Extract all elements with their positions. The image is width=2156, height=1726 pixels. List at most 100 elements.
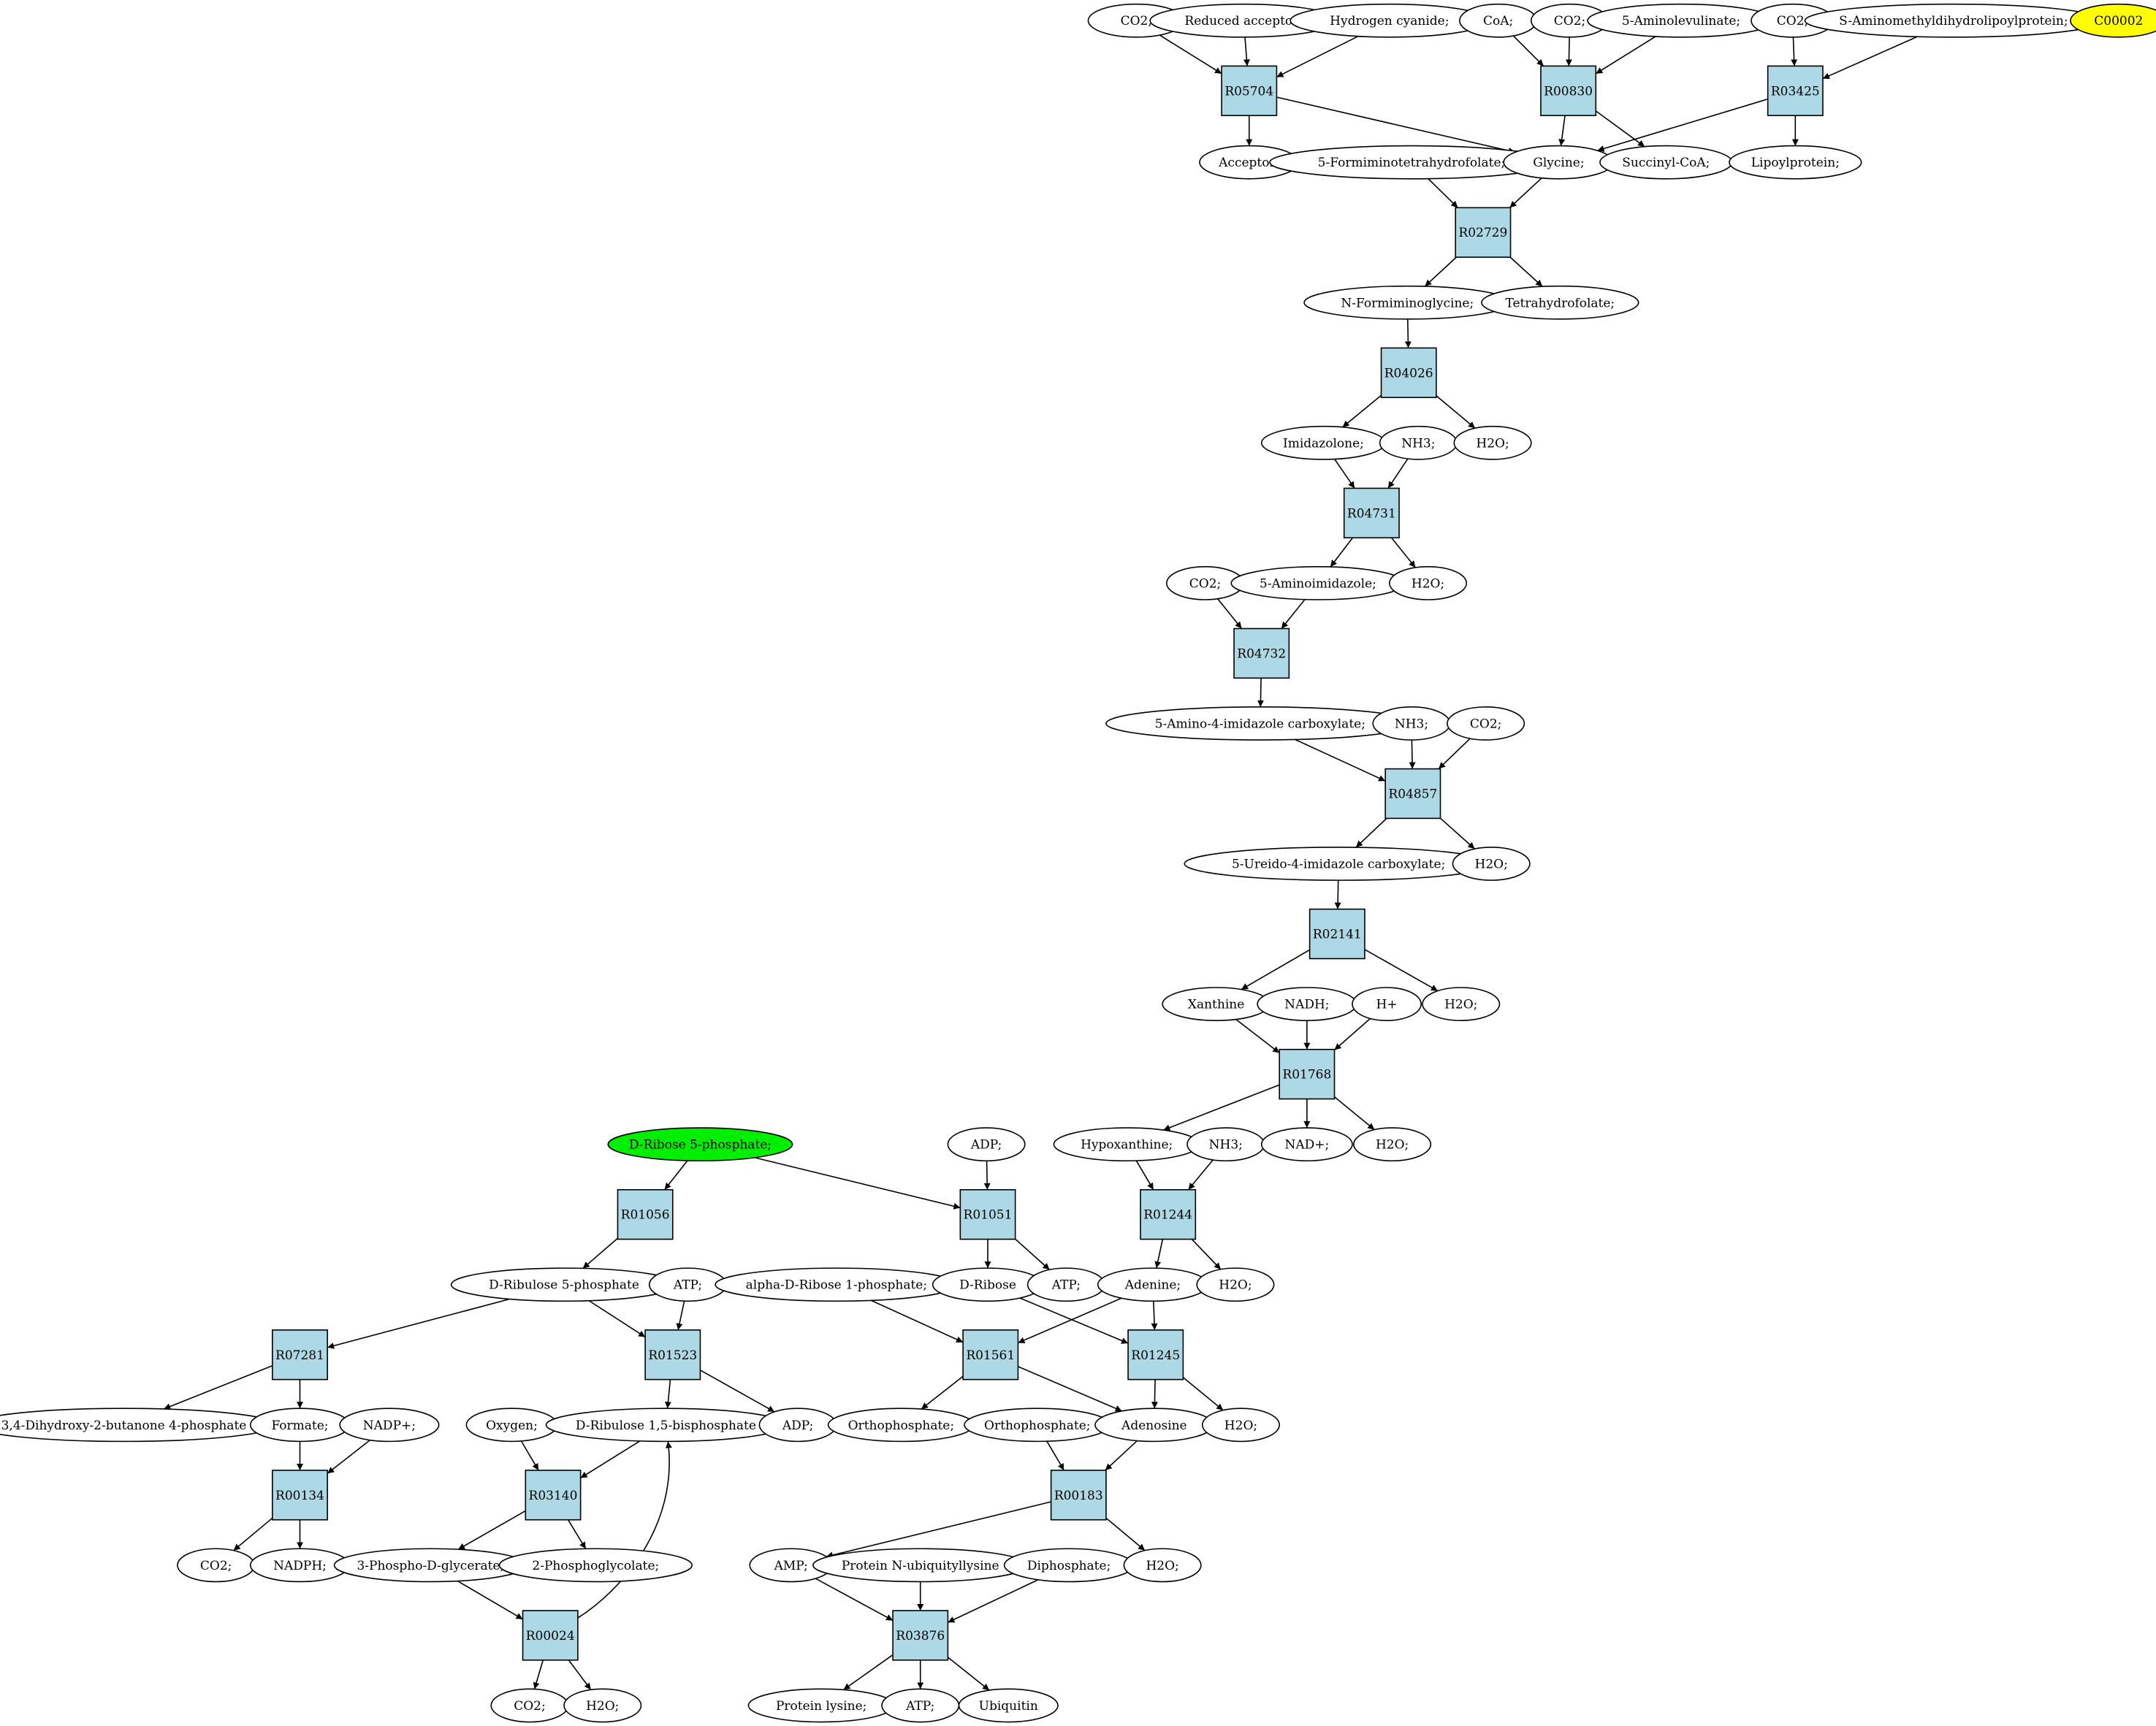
compound-node-acceptor[interactable]: Acceptor; [1199,145,1300,180]
compound-node-oxygen[interactable]: Oxygen; [465,1408,558,1443]
compound-node-d_ribose[interactable]: D-Ribose [932,1267,1044,1302]
compound-node-adp_b[interactable]: ADP; [758,1408,837,1443]
compound-node-ribulose15bp[interactable]: D-Ribulose 1,5-bisphosphate [545,1408,786,1443]
reaction-node-r04731[interactable]: R04731 [1343,487,1400,539]
compound-label: Succinyl-CoA; [1622,156,1710,170]
compound-node-ribose5p[interactable]: D-Ribose 5-phosphate; [607,1127,793,1162]
compound-node-adenine[interactable]: Adenine; [1097,1267,1209,1302]
reaction-node-r02141[interactable]: R02141 [1309,908,1365,960]
compound-node-nadph[interactable]: NADPH; [249,1548,351,1583]
compound-node-protein_ubiquityllysine[interactable]: Protein N-ubiquityllysine [812,1548,1029,1583]
compound-node-h2o_h[interactable]: H2O; [1123,1548,1202,1583]
reaction-node-r01561[interactable]: R01561 [962,1329,1019,1381]
compound-node-atp_b[interactable]: ATP; [1026,1267,1105,1302]
compound-node-alpha_ribose1p[interactable]: alpha-D-Ribose 1-phosphate; [715,1267,959,1302]
reaction-node-r01051[interactable]: R01051 [959,1188,1016,1240]
compound-node-atp_a[interactable]: ATP; [648,1267,728,1302]
compound-label: S-Aminomethyldihydrolipoylprotein; [1839,14,2068,28]
compound-node-succinyl_coa[interactable]: Succinyl-CoA; [1599,145,1733,180]
compound-node-nadp_plus[interactable]: NADP+; [339,1408,440,1443]
compound-node-xanthine[interactable]: Xanthine [1162,987,1271,1021]
compound-node-amp[interactable]: AMP; [749,1548,834,1583]
compound-label: NADP+; [363,1418,416,1433]
compound-node-c00002[interactable]: C00002 [2070,3,2156,38]
compound-node-co2_f[interactable]: CO2; [177,1548,256,1583]
compound-node-h2o_i[interactable]: H2O; [563,1688,642,1723]
compound-node-aminolevulinate[interactable]: 5-Aminolevulinate; [1587,3,1775,38]
compound-node-adp_a[interactable]: ADP; [947,1127,1026,1162]
compound-node-formate[interactable]: Formate; [249,1408,351,1443]
compound-node-protein_lysine[interactable]: Protein lysine; [747,1688,895,1723]
reaction-node-r01768[interactable]: R01768 [1279,1048,1336,1100]
compound-node-hydrogen_cyanide[interactable]: Hydrogen cyanide; [1290,3,1490,38]
compound-node-co2_b[interactable]: CO2; [1530,3,1610,38]
compound-node-nadh[interactable]: NADH; [1257,987,1357,1021]
edge [1436,395,1476,429]
compound-ellipse [1452,847,1531,881]
compound-node-phosphoglycolate[interactable]: 2-Phosphoglycolate; [498,1548,693,1583]
compound-node-adenosine[interactable]: Adenosine [1094,1408,1214,1443]
compound-node-reduced_acceptor[interactable]: Reduced acceptor; [1149,3,1338,38]
compound-node-co2_e[interactable]: CO2; [1447,706,1525,741]
compound-node-co2_d[interactable]: CO2; [1165,565,1245,600]
reaction-node-r03425[interactable]: R03425 [1767,65,1824,116]
compound-node-atp_c[interactable]: ATP; [881,1688,960,1723]
compound-node-glycine[interactable]: Glycine; [1503,145,1615,180]
reaction-node-r04857[interactable]: R04857 [1384,768,1441,820]
edge [1387,458,1409,489]
compound-node-nad_plus[interactable]: NAD+; [1260,1127,1353,1162]
compound-node-lipoylprotein[interactable]: Lipoylprotein; [1729,145,1862,180]
reaction-node-r01245[interactable]: R01245 [1127,1329,1184,1381]
compound-node-h2o_f[interactable]: H2O; [1196,1267,1275,1302]
compound-node-hypoxanthine[interactable]: Hypoxanthine; [1053,1127,1200,1162]
compound-node-h2o_g[interactable]: H2O; [1201,1408,1280,1443]
compound-node-h2o_d[interactable]: H2O; [1422,987,1501,1021]
reaction-node-r02729[interactable]: R02729 [1455,207,1512,258]
compound-node-h2o_e[interactable]: H2O; [1353,1127,1432,1162]
compound-node-h2o_c[interactable]: H2O; [1452,847,1531,881]
compound-node-orthophosphate_b[interactable]: Orthophosphate; [964,1408,1111,1443]
reaction-node-r01056[interactable]: R01056 [617,1188,674,1240]
compound-node-co2_g[interactable]: CO2; [490,1688,569,1723]
compound-node-phospho_glycerate[interactable]: 3-Phospho-D-glycerate; [333,1548,527,1583]
compound-node-amino_imidazole_carboxylate[interactable]: 5-Amino-4-imidazole carboxylate; [1105,706,1415,741]
compound-node-tetrahydrofolate[interactable]: Tetrahydrofolate; [1481,285,1639,320]
reaction-node-r03876[interactable]: R03876 [892,1610,949,1661]
compound-node-aminoimidazole[interactable]: 5-Aminoimidazole; [1230,565,1406,600]
reaction-node-r01244[interactable]: R01244 [1140,1188,1197,1240]
compound-node-dihydroxy_butanone[interactable]: 3,4-Dihydroxy-2-butanone 4-phosphate [0,1408,276,1443]
edge [327,1298,510,1349]
compound-node-coa[interactable]: CoA; [1459,3,1538,38]
compound-node-imidazolone[interactable]: Imidazolone; [1260,425,1386,460]
reaction-node-r00024[interactable]: R00024 [522,1610,579,1661]
compound-node-orthophosphate_a[interactable]: Orthophosphate; [827,1408,975,1443]
compound-label: H2O; [1476,436,1509,451]
compound-node-h2o_b[interactable]: H2O; [1389,565,1468,600]
compound-node-ureido_imidazole_carboxylate[interactable]: 5-Ureido-4-imidazole carboxylate; [1184,847,1493,881]
reaction-node-r01523[interactable]: R01523 [644,1329,701,1381]
compound-node-s_aminomethyl[interactable]: S-Aminomethyldihydrolipoylprotein; [1804,3,2103,38]
reaction-node-r07281[interactable]: R07281 [272,1329,328,1381]
reaction-node-r05704[interactable]: R05704 [1221,65,1278,116]
reaction-label: R02729 [1458,226,1507,240]
compound-node-diphosphate[interactable]: Diphosphate; [1003,1548,1135,1583]
compound-node-nh3_a[interactable]: NH3; [1379,425,1458,460]
compound-node-formiminothf[interactable]: 5-Formiminotetrahydrofolate; [1269,145,1554,180]
compound-label: D-Ribose [959,1278,1016,1293]
compound-node-nh3_b[interactable]: NH3; [1372,706,1451,741]
reaction-box [962,1329,1019,1381]
reaction-node-r00830[interactable]: R00830 [1540,65,1597,116]
compound-node-ribulose5p[interactable]: D-Ribulose 5-phosphate [450,1267,678,1302]
reaction-node-r04026[interactable]: R04026 [1380,347,1437,398]
compound-node-n_formiminoglycine[interactable]: N-Formiminoglycine; [1303,285,1512,320]
compound-node-ubiquitin[interactable]: Ubiquitin [958,1688,1059,1723]
compound-node-nh3_c[interactable]: NH3; [1186,1127,1265,1162]
reaction-node-r00183[interactable]: R00183 [1050,1470,1107,1521]
compound-node-h_plus[interactable]: H+ [1352,987,1422,1021]
compound-label: Glycine; [1533,156,1584,170]
reaction-node-r04732[interactable]: R04732 [1233,627,1290,679]
reaction-node-r00134[interactable]: R00134 [272,1470,328,1521]
compound-label: 3,4-Dihydroxy-2-butanone 4-phosphate [1,1418,247,1433]
reaction-node-r03140[interactable]: R03140 [525,1470,582,1521]
compound-node-h2o_a[interactable]: H2O; [1453,425,1532,460]
